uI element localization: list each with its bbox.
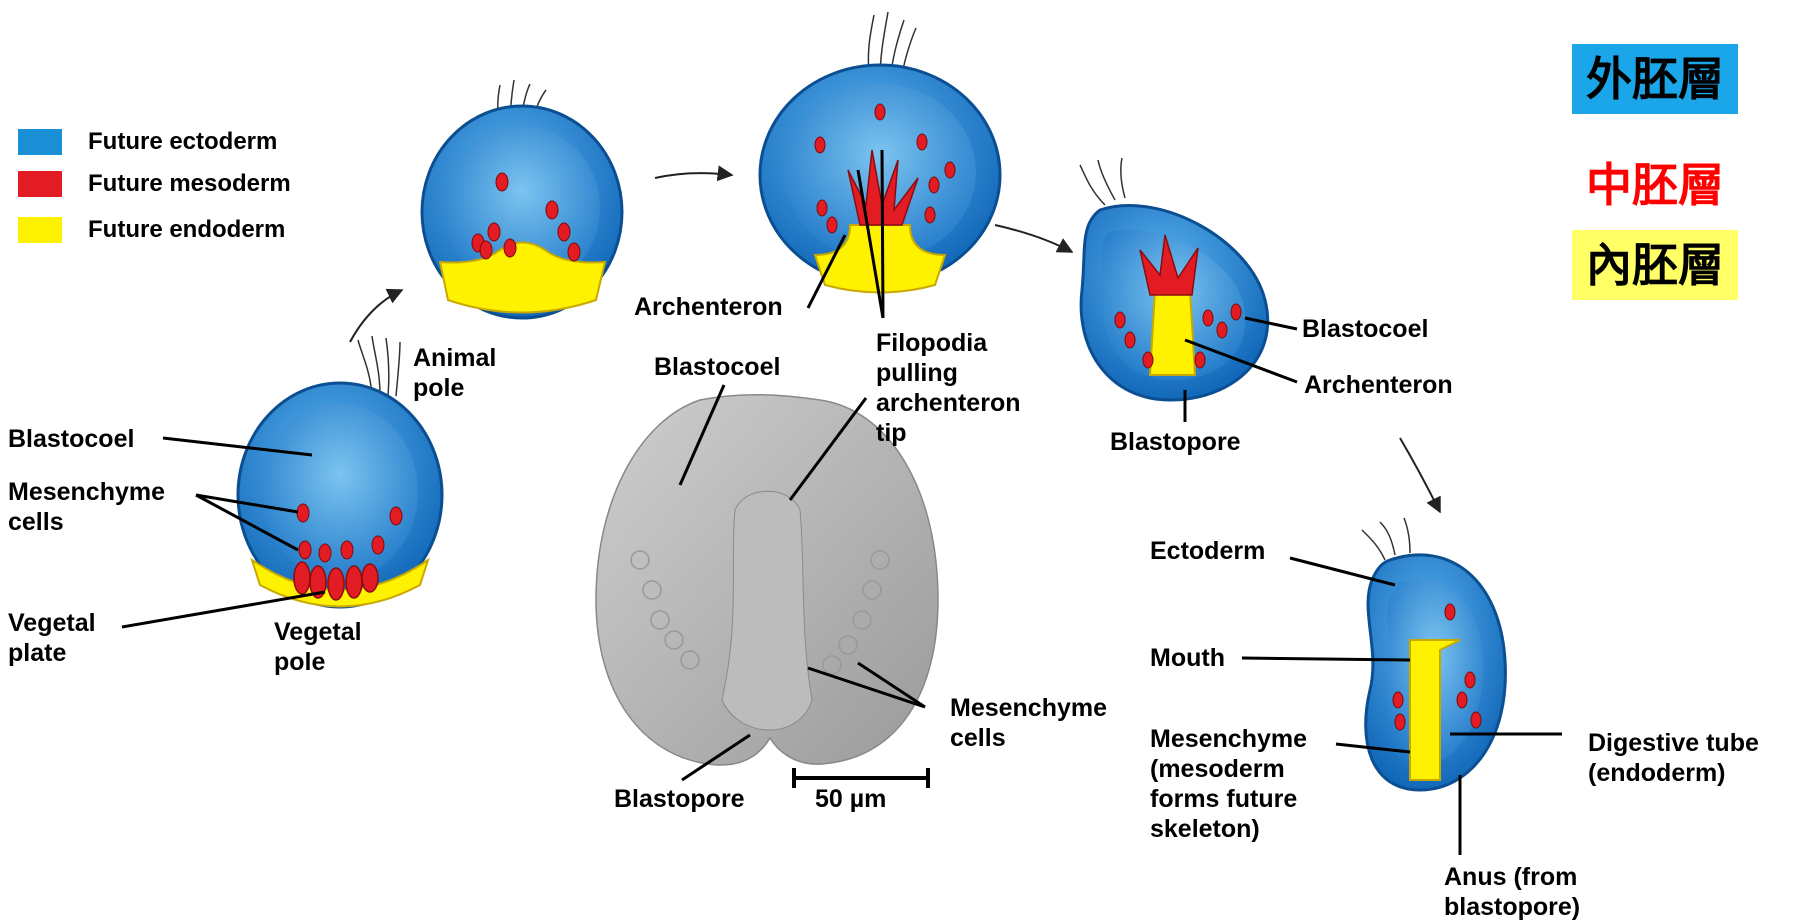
- stage5-anus-label: Anus (from blastopore): [1444, 862, 1580, 922]
- stage1-embryo: [238, 336, 442, 607]
- legend-ectoderm: Future ectoderm: [18, 128, 277, 156]
- stage5-digestive-tube-label: Digestive tube (endoderm): [1588, 728, 1759, 788]
- micrograph-archenteron: [722, 491, 812, 730]
- stage4-archenteron-label: Archenteron: [1304, 370, 1453, 400]
- scale-bar-label: 50 µm: [815, 784, 886, 814]
- legend-mesoderm: Future mesoderm: [18, 170, 291, 198]
- micrograph-blastopore-label: Blastopore: [614, 784, 745, 814]
- ectoderm-tag: 外胚層: [1572, 44, 1738, 114]
- micrograph: [596, 395, 938, 765]
- micrograph-blastocoel-label: Blastocoel: [654, 352, 780, 382]
- legend-endoderm: Future endoderm: [18, 216, 285, 244]
- ectoderm-swatch: [18, 129, 62, 155]
- stage4-embryo: [1080, 158, 1268, 400]
- stage1-blastocoel-label: Blastocoel: [8, 424, 134, 454]
- stage2-embryo: [422, 80, 622, 318]
- stage4-blastocoel-label: Blastocoel: [1302, 314, 1428, 344]
- stage3-filopodia-label: Filopodia pulling archenteron tip: [876, 328, 1020, 448]
- endoderm-swatch: [18, 217, 62, 243]
- mesoderm-label: Future mesoderm: [88, 170, 291, 198]
- stage4-blastopore-label: Blastopore: [1110, 427, 1241, 457]
- stage5-mouth-label: Mouth: [1150, 643, 1225, 673]
- endoderm-label: Future endoderm: [88, 216, 285, 244]
- stage3-embryo: [760, 12, 1000, 293]
- micrograph-mesenchyme-label: Mesenchyme cells: [950, 693, 1107, 753]
- stage1-mesenchyme-label: Mesenchyme cells: [8, 477, 165, 537]
- stage1-vegetal-pole-label: Vegetal pole: [274, 617, 362, 677]
- mesoderm-swatch: [18, 171, 62, 197]
- stage5-mesenchyme-label: Mesenchyme (mesoderm forms future skelet…: [1150, 724, 1307, 844]
- ectoderm-label: Future ectoderm: [88, 128, 277, 156]
- stage4-archenteron: [1150, 290, 1195, 375]
- stage1-blastocoel: [262, 404, 418, 580]
- mesoderm-tag: 中胚層: [1572, 150, 1738, 220]
- stage2-animal-pole-label: Animal pole: [413, 343, 496, 403]
- stage3-archenteron-label: Archenteron: [634, 292, 783, 322]
- stage5-ectoderm-label: Ectoderm: [1150, 536, 1265, 566]
- stage1-vegetal-plate-label: Vegetal plate: [8, 608, 96, 668]
- endoderm-tag: 內胚層: [1572, 230, 1738, 300]
